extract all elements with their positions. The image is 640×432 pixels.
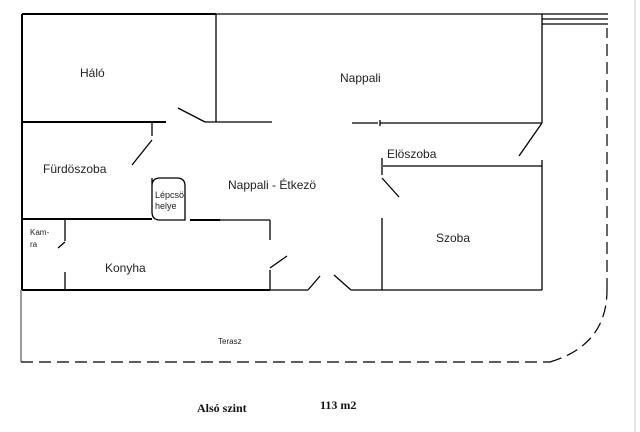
area-caption: 113 m2 <box>320 398 356 412</box>
door-konyha <box>269 255 288 269</box>
door-furdo <box>131 139 153 166</box>
room-label-eloszoba: Elöszoba <box>387 147 437 161</box>
stair-box <box>151 177 186 221</box>
door-halo <box>177 107 206 123</box>
door-nappali <box>518 122 543 157</box>
walls <box>21 13 608 291</box>
room-label-furdoszoba: Fürdöszoba <box>43 162 107 176</box>
room-label-nappali-etkezo: Nappali - Étkezö <box>228 177 316 192</box>
room-label-kamra-2: ra <box>30 240 38 249</box>
terrace-outline <box>20 28 608 363</box>
door-entrance-right <box>333 274 352 291</box>
door-szoba <box>381 177 400 198</box>
room-label-lepcso: Lépcsö <box>155 190 184 200</box>
room-label-kamra: Kam- <box>30 228 49 237</box>
room-label-szoba: Szoba <box>436 231 470 245</box>
level-caption: Alsó szint <box>197 401 247 415</box>
room-label-terasz: Terasz <box>218 337 242 346</box>
door-kamra <box>57 241 66 249</box>
room-label-konyha: Konyha <box>105 261 146 275</box>
room-label-lepcso-2: helye <box>155 201 177 211</box>
room-label-nappali: Nappali <box>340 71 381 85</box>
room-label-halo: Háló <box>80 66 105 80</box>
door-entrance-left <box>307 275 321 291</box>
